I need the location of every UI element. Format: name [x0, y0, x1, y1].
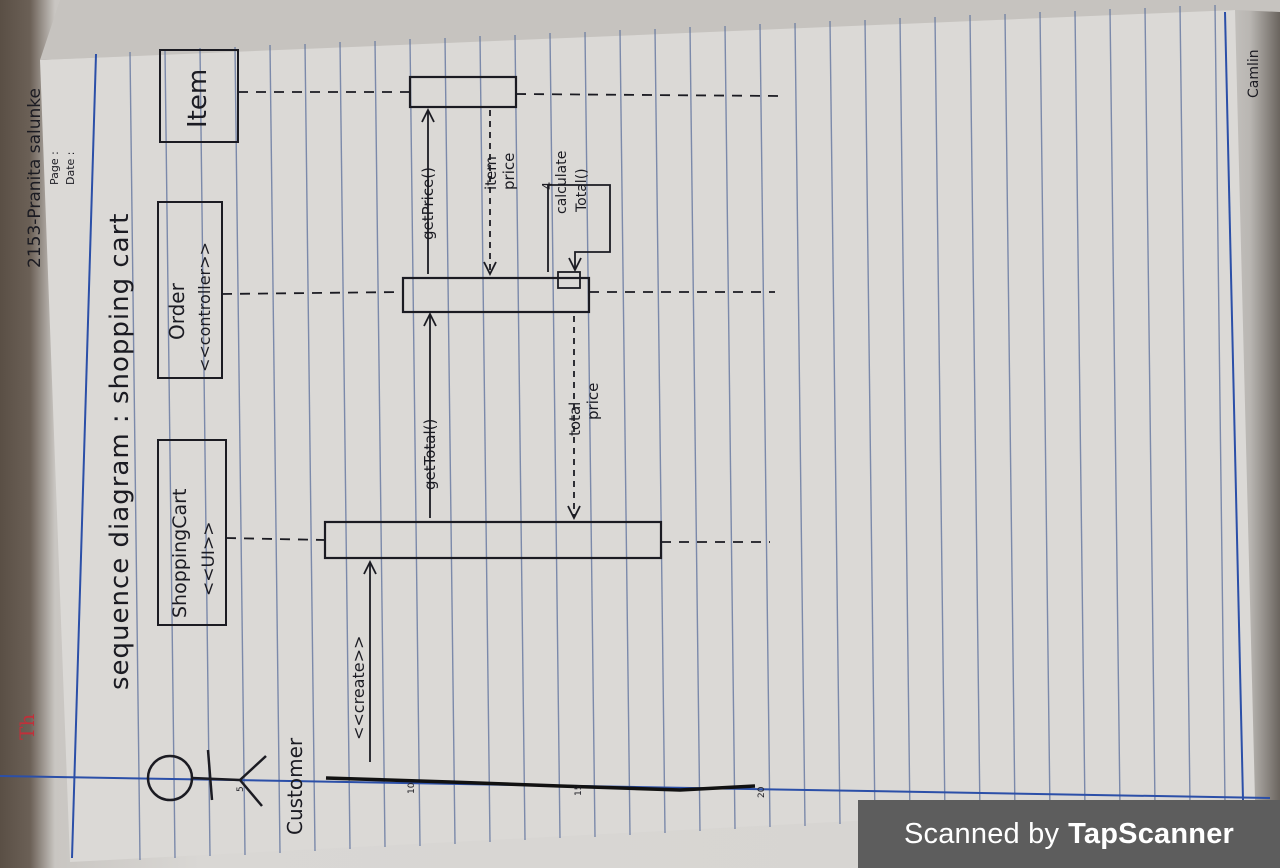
order-lifeline-top: [221, 291, 404, 295]
actor-lifeline: [325, 776, 756, 792]
ruler-number-10: 10: [407, 782, 417, 794]
actor-body: [191, 776, 241, 782]
shoppingcart-box: [157, 439, 227, 626]
calculate-arrowhead: [568, 257, 582, 273]
gettotal-arrowhead: [423, 311, 437, 327]
shoppingcart-name: ShoppingCart: [169, 489, 191, 618]
ruler-number-5: 5: [236, 786, 246, 792]
totalprice-label-line2: price: [584, 383, 602, 420]
totalprice-label-line1: total: [566, 402, 584, 436]
tapscanner-brand: TapScanner: [1068, 817, 1235, 850]
item-name: Item: [183, 69, 213, 128]
ruler-number-20: 20: [757, 786, 767, 798]
order-name: Order: [165, 282, 189, 340]
shoppingcart-stereotype: <<UI>>: [199, 522, 219, 596]
itemprice-label-line2: price: [500, 153, 518, 190]
page-label: Page :: [48, 151, 61, 185]
actor-arms: [206, 749, 214, 801]
actor-leg-right: [239, 779, 263, 807]
message-getprice: getPrice(): [419, 107, 437, 274]
order-stereotype: <<controller>>: [195, 242, 214, 372]
order-self-activation: [557, 271, 581, 289]
scanned-by-banner: Scanned by TapScanner: [858, 800, 1280, 868]
create-label: <<create>>: [349, 636, 368, 740]
calculate-self-loop: [547, 184, 611, 272]
calculate-note: 4: [541, 182, 556, 190]
camlin-brand: Camlin: [1246, 49, 1262, 98]
message-total-price: total price: [566, 316, 602, 521]
itemprice-label-line1: item: [482, 156, 500, 190]
corner-mark: Th: [15, 714, 39, 740]
date-label: Date :: [64, 152, 77, 186]
totalprice-arrowhead: [567, 505, 581, 521]
object-shoppingcart: ShoppingCart <<UI>>: [157, 439, 227, 626]
scanned-by-text: Scanned by: [903, 817, 1060, 850]
actor-leg-left: [239, 755, 267, 781]
item-lifeline-bottom: [515, 93, 781, 97]
ruler-number-15: 15: [574, 785, 584, 796]
getprice-label: getPrice(): [419, 167, 437, 240]
actor-customer: Customer: [146, 737, 307, 835]
message-item-price: item price: [482, 110, 518, 277]
message-create: <<create>>: [349, 559, 377, 762]
item-activation: [408, 75, 518, 109]
order-box: [157, 201, 223, 379]
item-box: [159, 49, 239, 143]
object-order: Order <<controller>>: [157, 201, 223, 379]
author-label: 2153-Pranita salunke: [25, 88, 45, 268]
paper-sheet: [40, 10, 1255, 862]
margin-line-left: [71, 53, 97, 859]
margin-line-right: [1224, 11, 1244, 801]
getprice-arrowhead: [421, 107, 435, 123]
message-gettotal: getTotal(): [421, 311, 439, 518]
object-item: Item: [159, 49, 239, 143]
calculate-label-line2: Total(): [574, 168, 590, 213]
gettotal-label: getTotal(): [421, 419, 439, 490]
ruled-lines: [129, 4, 1226, 861]
actor-label: Customer: [283, 737, 307, 835]
itemprice-arrowhead: [483, 261, 497, 277]
order-activation: [401, 276, 591, 314]
create-arrowhead: [363, 559, 377, 575]
diagram-title: sequence diagram : shopping cart: [105, 213, 135, 690]
shoppingcart-activation: [323, 520, 663, 560]
calculate-label-line1: calculate: [554, 151, 570, 214]
message-calculate-total: calculate Total() 4: [541, 151, 611, 273]
